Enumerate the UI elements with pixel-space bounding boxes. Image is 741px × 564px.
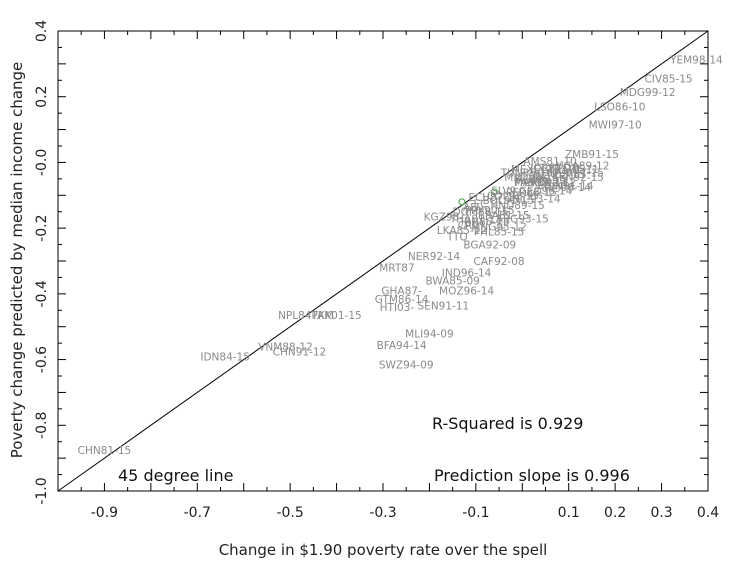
point-label: MWI97-10 <box>589 120 642 132</box>
point-label: ECU87-14 <box>468 192 520 204</box>
point-label: TTO <box>446 231 468 243</box>
point-label: PAN95 <box>515 177 549 189</box>
point-label: SWZ94-09 <box>379 360 434 372</box>
y-tick-label: 0.4 <box>34 20 50 42</box>
y-axis-label: Poverty change predicted by median incom… <box>8 62 26 458</box>
x-tick-label: 0.1 <box>558 505 580 521</box>
r-squared-annotation: R-Squared is 0.929 <box>432 414 583 433</box>
x-tick-label: 0.3 <box>650 505 672 521</box>
point-label: BFA94-14 <box>377 340 427 352</box>
y-tick-label: 0.2 <box>34 86 50 108</box>
point-label: MEX <box>511 164 534 176</box>
point-label: GHA87- <box>381 286 422 298</box>
axis-ticks-layer: -0.9 -0.7 -0.5 -0.3 -0.1 0.1 0.2 0.3 0.4 -1.0 -0.8… <box>34 20 719 521</box>
x-tick-label: 0.2 <box>604 505 626 521</box>
x-tick-label: -0.1 <box>462 505 489 521</box>
point-label: EGY91-15 <box>534 164 585 176</box>
point-label: MAR85-13 <box>514 177 568 189</box>
x-tick-label: -0.7 <box>184 505 211 521</box>
point-label: PHL85-15 <box>474 226 525 238</box>
point-label: GTM86-14 <box>375 294 429 306</box>
y-tick-label: -0.0 <box>34 149 50 176</box>
point-label: BOL91-15 <box>483 195 535 207</box>
line-label: 45 degree line <box>118 466 233 485</box>
x-axis-label: Change in $1.90 poverty rate over the sp… <box>219 541 548 559</box>
point-label: NPL84 <box>278 310 312 322</box>
point-label: NIC93-14 <box>512 194 561 206</box>
point-label: BWA85-09 <box>425 276 479 288</box>
point-label: PER86-15 <box>506 187 557 199</box>
point-label: GIN91-14 <box>544 180 594 192</box>
point-label: AFI <box>463 202 479 214</box>
point-label: CRI <box>458 220 476 232</box>
point-label: ARG93-15 <box>496 213 549 225</box>
point-label: YEM98-14 <box>669 55 723 67</box>
point-label: SEN91-11 <box>418 300 470 312</box>
y-tick-label: -0.6 <box>34 346 50 373</box>
point-label: IRN86-13 <box>461 217 510 229</box>
point-label: MRT87 <box>379 263 414 275</box>
reference-line-layer <box>57 30 709 492</box>
cluster-marker <box>458 198 466 206</box>
point-label: IND96-14 <box>442 268 492 280</box>
point-label: HND89-15 <box>490 200 544 212</box>
point-label: UGA89-12 <box>556 161 610 173</box>
point-label: TKM <box>310 310 333 322</box>
point-label: TZA91-11 <box>547 164 599 176</box>
point-label: CHN91-12 <box>273 346 327 358</box>
point-label: BEN03-15 <box>533 169 585 181</box>
x-tick-label: 0.4 <box>697 505 719 521</box>
reference-line-45-degree <box>57 30 709 492</box>
y-tick-label: -0.2 <box>34 214 50 241</box>
x-tick-label: -0.9 <box>91 505 118 521</box>
point-label: BRA81-15 <box>478 210 530 222</box>
cluster-marker <box>490 188 498 196</box>
point-label: ZMB91-15 <box>565 149 619 161</box>
y-tick-label: -0.8 <box>34 412 50 439</box>
point-label: HTI03- <box>380 302 415 314</box>
point-label: PAK01-15 <box>311 310 361 322</box>
point-label: BGA92-09 <box>463 240 516 252</box>
y-tick-label: -0.4 <box>34 280 50 307</box>
point-label: CHN81-15 <box>78 445 132 457</box>
point-label: IDN84-15 <box>200 351 250 363</box>
point-label: EC <box>474 199 488 211</box>
point-label: CIV85-15 <box>644 74 692 86</box>
point-label: MKD98-15 <box>504 172 559 184</box>
point-label: LAO92-12 <box>524 177 576 189</box>
point-label: CAF92-08 <box>474 256 525 268</box>
point-label: COL92-15 <box>487 190 539 202</box>
point-label: LSO86-10 <box>594 102 645 114</box>
point-label: TUR87-15 <box>551 167 604 179</box>
point-labels-layer: YEM98-14CIV85-15MDG99-12LSO86-10MWI97-10… <box>78 55 723 457</box>
point-label: NER92-14 <box>408 251 461 263</box>
y-tick-label: -1.0 <box>34 477 50 504</box>
point-label: TUN85-10 <box>500 167 553 179</box>
point-label: KEN92-15 <box>552 172 604 184</box>
point-label: AMS81-10 <box>523 156 576 168</box>
point-label: MNG95-12 <box>471 222 527 234</box>
point-label: SLV9 <box>491 185 516 197</box>
point-label: VNM88-12 <box>258 341 313 353</box>
point-label: DOM86-15 <box>453 207 509 219</box>
x-tick-label: -0.3 <box>369 505 396 521</box>
point-label: KGZ98- <box>424 212 464 224</box>
point-label: GEO96-14 <box>519 185 573 197</box>
point-label: ARM96-14 <box>537 182 591 194</box>
cluster-layer <box>458 188 498 206</box>
point-label: MDG99-12 <box>620 87 676 99</box>
point-label: ALB96-15 <box>515 174 566 186</box>
point-label: THA81-13 <box>449 213 502 225</box>
point-label: PRY90-15 <box>465 205 515 217</box>
point-label: JOR87-10 <box>529 162 579 174</box>
x-tick-label: -0.5 <box>276 505 303 521</box>
point-label: LKA85-12 <box>437 225 487 237</box>
point-label: MOZ96-14 <box>439 286 494 298</box>
slope-annotation: Prediction slope is 0.996 <box>434 466 630 485</box>
point-label: MLI94-09 <box>405 328 454 340</box>
